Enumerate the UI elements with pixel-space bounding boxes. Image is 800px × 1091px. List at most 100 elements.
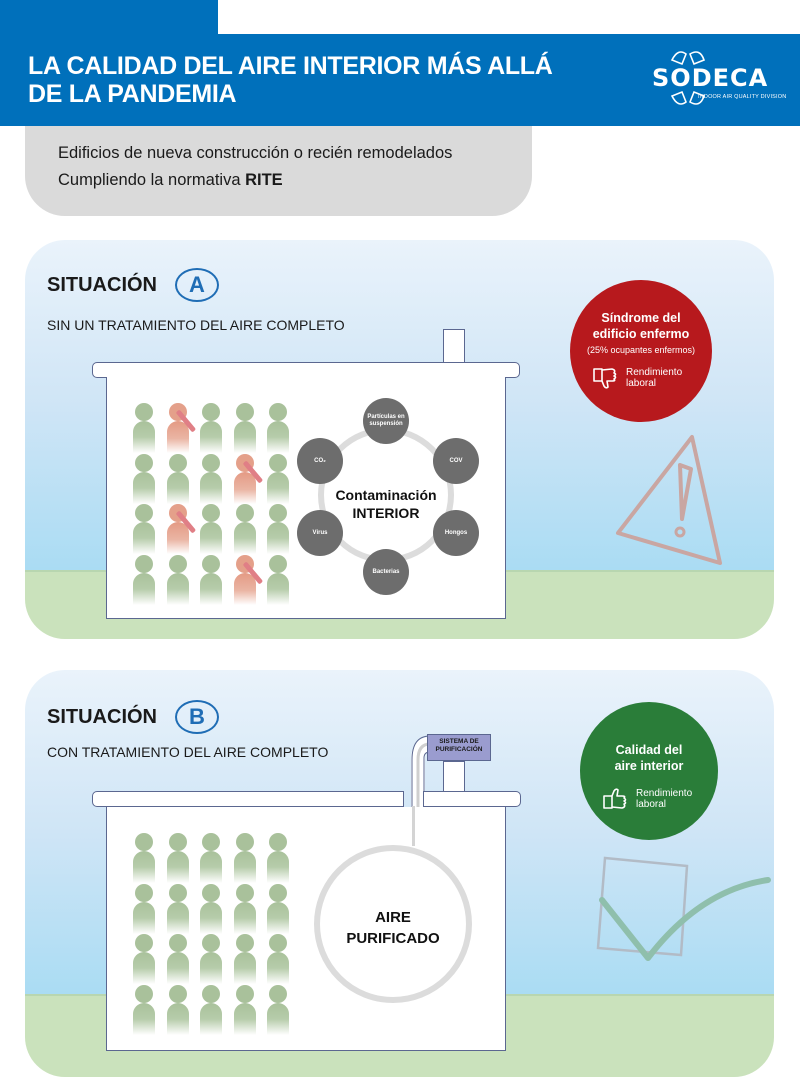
occupant-head — [135, 883, 153, 902]
performance-row: Rendimiento laboral — [602, 786, 692, 812]
occupant-head — [202, 934, 220, 952]
healthy-occupant — [133, 504, 155, 554]
occupant-body — [133, 572, 155, 605]
occupant-head — [168, 453, 187, 472]
warning-triangle-icon — [616, 435, 722, 565]
healthy-occupant — [233, 934, 256, 984]
healthy-occupant — [267, 403, 289, 453]
fan-icon — [670, 51, 705, 105]
occupant-head — [202, 984, 220, 1003]
healthy-occupant — [267, 833, 289, 883]
occupant-body — [200, 851, 222, 883]
contamination-label: Contaminación INTERIOR — [306, 486, 466, 522]
air-quality-badge: Calidad del aire interior Rendimiento la… — [580, 702, 718, 840]
intro-box: Edificios de nueva construcción o recién… — [25, 126, 532, 216]
occupant-head — [269, 504, 287, 522]
occupant-head — [202, 883, 220, 902]
healthy-occupant — [166, 934, 189, 984]
source-cov: COV — [433, 438, 479, 484]
occupant-head — [269, 554, 287, 573]
healthy-occupant — [200, 833, 222, 883]
roof-left — [92, 791, 404, 807]
occupant-head — [269, 453, 287, 472]
roof-right — [423, 791, 521, 807]
status-title-line-1: Calidad del — [615, 743, 683, 757]
checkmark-icon — [596, 856, 771, 961]
occupant-body — [267, 1002, 289, 1035]
situation-b-panel: SITUACIÓN B CON TRATAMIENTO DEL AIRE COM… — [25, 670, 774, 1077]
occupant-body — [166, 901, 189, 934]
performance-line-1: Rendimiento — [636, 788, 693, 799]
occupant-body — [166, 572, 189, 605]
occupant-body — [133, 1002, 155, 1035]
occupant-head — [168, 833, 187, 851]
healthy-occupant — [267, 934, 289, 984]
performance-row: Rendimiento laboral — [592, 365, 682, 391]
chimney — [443, 761, 465, 791]
healthy-occupant — [166, 883, 189, 934]
occupant-body — [200, 1002, 222, 1035]
occupant-head — [269, 833, 287, 851]
healthy-occupant — [200, 883, 222, 934]
status-title-line-2: edificio enfermo — [592, 327, 690, 341]
occupant-body — [233, 471, 256, 504]
occupant-body — [166, 522, 189, 554]
healthy-occupant — [200, 554, 222, 605]
title-line-2: DE LA PANDEMIA — [28, 80, 237, 108]
healthy-occupant — [166, 833, 189, 883]
healthy-occupant — [200, 403, 222, 453]
purified-air-label: AIRE PURIFICADO — [320, 907, 466, 949]
situation-b-badge: B — [175, 700, 219, 734]
house: AIRE PURIFICADO — [106, 806, 506, 1051]
occupant-head — [269, 883, 287, 902]
occupant-head — [168, 934, 187, 952]
sick-occupant — [166, 504, 196, 554]
intro-line-1: Edificios de nueva construcción o recién… — [58, 144, 453, 162]
performance-line-2: laboral — [636, 799, 667, 810]
performance-label: Rendimiento laboral — [636, 788, 692, 810]
healthy-occupant — [133, 934, 155, 984]
healthy-occupant — [233, 984, 256, 1035]
system-line-1: SISTEMA DE — [439, 738, 479, 745]
healthy-occupant — [233, 504, 256, 554]
intro-line-2: Cumpliendo la normativa RITE — [58, 171, 283, 190]
rite-label: RITE — [245, 171, 283, 189]
occupant-body — [267, 952, 289, 984]
healthy-occupant — [267, 984, 289, 1035]
occupant-head — [135, 833, 153, 851]
occupant-head — [202, 504, 220, 522]
occupant-body — [233, 1002, 256, 1035]
healthy-occupant — [233, 403, 256, 453]
occupant-head — [135, 504, 153, 522]
healthy-occupant — [133, 883, 155, 934]
healthy-occupant — [267, 554, 289, 605]
occupant-body — [233, 851, 256, 883]
occupant-head — [202, 403, 220, 421]
occupant-body — [233, 952, 256, 984]
occupant-head — [168, 883, 187, 902]
sick-occupant — [233, 554, 263, 605]
brand-name: SODECA — [652, 64, 769, 92]
occupant-body — [267, 421, 289, 453]
healthy-occupant — [233, 833, 256, 883]
page-title: LA CALIDAD DEL AIRE INTERIOR MÁS ALLÁ DE… — [28, 52, 553, 108]
occupant-body — [267, 851, 289, 883]
occupant-head — [135, 453, 153, 472]
occupant-body — [267, 522, 289, 554]
status-note: (25% ocupantes enfermos) — [586, 345, 696, 355]
healthy-occupant — [200, 984, 222, 1035]
occupant-head — [202, 554, 220, 573]
source-bacterias: Bacterias — [363, 549, 409, 595]
purified-line-2: PURIFICADO — [346, 930, 440, 947]
thumbs-up-icon — [603, 788, 627, 809]
situation-a-label: SITUACIÓN — [47, 274, 157, 296]
sick-building-badge: Síndrome del edificio enfermo (25% ocupa… — [570, 280, 712, 422]
occupant-head — [168, 984, 187, 1003]
occupant-body — [133, 952, 155, 984]
occupant-body — [267, 471, 289, 504]
occupant-body — [200, 522, 222, 554]
status-title: Síndrome del edificio enfermo — [570, 310, 712, 342]
performance-line-1: Rendimiento — [626, 367, 683, 378]
situation-a-description: SIN UN TRATAMIENTO DEL AIRE COMPLETO — [47, 317, 345, 333]
status-title-line-2: aire interior — [614, 759, 684, 773]
